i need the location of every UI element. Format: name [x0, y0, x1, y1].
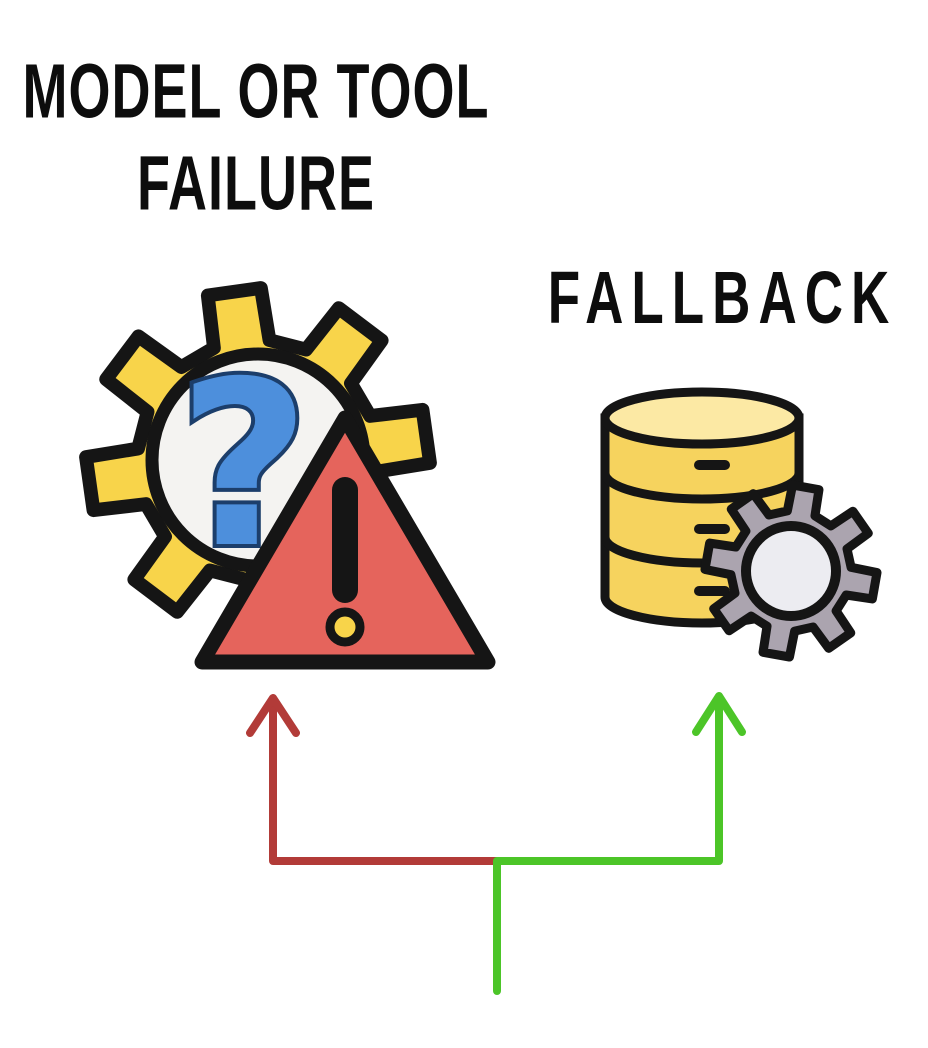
exclamation-mark-icon — [325, 477, 365, 647]
fallback-label: FALLBACK — [540, 257, 905, 340]
fallback-arrowhead-icon — [692, 692, 746, 736]
warning-triangle-icon — [194, 410, 496, 670]
failure-arrowhead-icon — [246, 694, 300, 737]
failure-label-line1: MODEL OR TOOL — [22, 49, 490, 135]
gear-question-warning-icon: ? — [70, 278, 496, 670]
failure-arrow — [246, 694, 501, 865]
fallback-label-text: FALLBACK — [547, 256, 898, 340]
settings-gear-center-circle — [741, 521, 841, 621]
fallback-arrow — [493, 692, 746, 995]
failure-label-line2: FAILURE — [136, 141, 375, 227]
database-gear-icon — [600, 387, 890, 670]
failure-label: MODEL OR TOOL FAILURE — [22, 46, 490, 230]
